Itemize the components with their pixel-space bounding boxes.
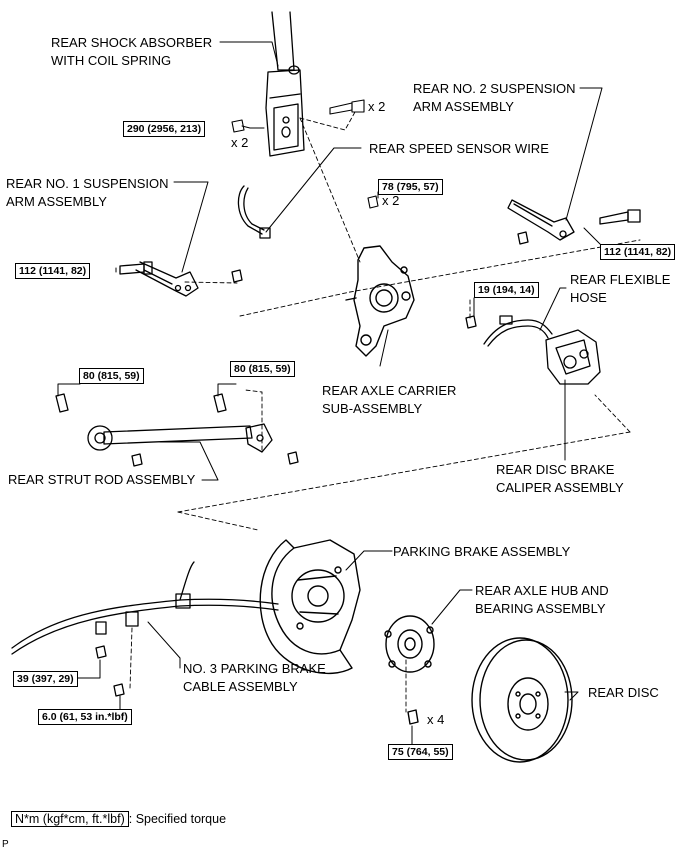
strut-rod — [55, 393, 299, 467]
torque-box-no2-arm: 112 (1141, 82) — [600, 244, 676, 260]
label-parking-brake-assembly: PARKING BRAKE ASSEMBLY — [393, 544, 571, 559]
leader-lines — [41, 41, 603, 745]
brake-caliper — [545, 329, 601, 385]
no1-suspension-arm — [119, 261, 243, 297]
shock-bolt — [231, 99, 365, 133]
parking-brake-cable — [11, 561, 279, 697]
multiplier-hub-bolt: x 4 — [427, 712, 445, 727]
torque-legend: N*m (kgf*cm, ft.*lbf): Specified torque — [11, 811, 227, 827]
torque-box-strut-rod-rear: 80 (815, 59) — [230, 361, 295, 377]
multiplier-carrier-bolt: x 2 — [382, 193, 400, 208]
label-rear-axle-carrier: REAR AXLE CARRIER SUB-ASSEMBLY — [322, 383, 457, 416]
torque-box-hub: 75 (764, 55) — [388, 744, 453, 760]
label-parking-brake-cable: NO. 3 PARKING BRAKE CABLE ASSEMBLY — [183, 661, 326, 694]
label-rear-disc: REAR DISC — [588, 685, 659, 700]
torque-box-strut-rod-front: 80 (815, 59) — [79, 368, 144, 384]
corner-mark: P — [2, 839, 9, 850]
label-rear-no1-suspension-arm: REAR NO. 1 SUSPENSION ARM ASSEMBLY — [6, 176, 169, 209]
multiplier-shock-bolt: x 2 — [368, 99, 386, 114]
torque-box-cable-bolt: 39 (397, 29) — [13, 671, 78, 687]
label-rear-speed-sensor-wire: REAR SPEED SENSOR WIRE — [369, 141, 549, 156]
multiplier-shock-nut: x 2 — [231, 135, 249, 150]
shock-absorber — [265, 11, 305, 157]
assembly-dashed-lines — [129, 111, 641, 713]
label-rear-strut-rod: REAR STRUT ROD ASSEMBLY — [8, 472, 196, 487]
torque-box-shock: 290 (2956, 213) — [123, 121, 206, 137]
axle-carrier — [345, 245, 415, 357]
torque-box-carrier-bolt: 78 (795, 57) — [378, 179, 443, 195]
label-rear-shock-absorber: REAR SHOCK ABSORBER WITH COIL SPRING — [51, 35, 213, 68]
torque-box-flex-hose: 19 (194, 14) — [474, 282, 539, 298]
carrier-bolt — [367, 195, 379, 209]
flexible-hose — [465, 315, 553, 347]
torque-box-cable-nut: 6.0 (61, 53 in.*lbf) — [38, 709, 132, 725]
label-rear-no2-suspension-arm: REAR NO. 2 SUSPENSION ARM ASSEMBLY — [413, 81, 576, 114]
legend-unit-box: N*m (kgf*cm, ft.*lbf) — [11, 811, 129, 827]
label-rear-flexible-hose: REAR FLEXIBLE HOSE — [570, 272, 671, 305]
label-rear-disc-brake-caliper: REAR DISC BRAKE CALIPER ASSEMBLY — [496, 462, 624, 495]
legend-text: : Specified torque — [128, 812, 227, 826]
speed-sensor-wire — [237, 185, 271, 239]
rear-disc — [471, 637, 573, 763]
axle-hub — [384, 615, 435, 725]
no2-suspension-arm — [507, 199, 641, 245]
label-rear-axle-hub: REAR AXLE HUB AND BEARING ASSEMBLY — [475, 583, 609, 616]
parking-brake-plate — [259, 539, 361, 675]
torque-box-no1-arm: 112 (1141, 82) — [15, 263, 91, 279]
